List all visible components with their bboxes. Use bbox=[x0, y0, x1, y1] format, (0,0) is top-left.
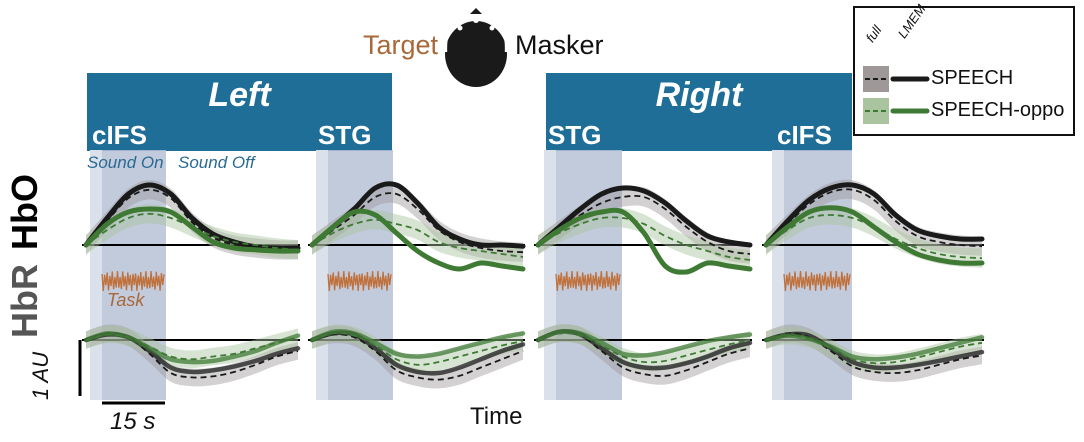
speech-oppo-lmem-line bbox=[535, 207, 753, 275]
speech-oppo-full-line bbox=[765, 334, 983, 365]
speech-oppo-lmem-line bbox=[535, 329, 753, 358]
speech-lmem-line bbox=[763, 182, 985, 248]
confidence-band bbox=[538, 186, 750, 264]
right-hemisphere-title: Right bbox=[655, 76, 743, 114]
speech-oppo-lmem-line bbox=[763, 333, 985, 362]
sound-off-label: Sound Off bbox=[178, 153, 255, 172]
speech-lmem-line bbox=[83, 182, 301, 251]
task-waveform bbox=[555, 270, 621, 292]
region-label: cIFS bbox=[92, 120, 147, 150]
speech-full-line bbox=[765, 332, 983, 375]
speech-full-line bbox=[537, 332, 751, 377]
speech-oppo-lmem-line bbox=[763, 205, 985, 266]
sound-onset-shade bbox=[544, 150, 556, 400]
speech-oppo-lmem-line bbox=[83, 206, 301, 254]
speech-full-line bbox=[311, 333, 524, 381]
task-label: Task bbox=[107, 290, 145, 310]
speech-oppo-full-line bbox=[85, 333, 299, 361]
hbr-row-label: HbR bbox=[4, 264, 45, 338]
scale-x-label: 15 s bbox=[110, 408, 156, 435]
speech-oppo-lmem-line bbox=[83, 331, 301, 365]
head-icon bbox=[444, 8, 508, 87]
confidence-band bbox=[538, 207, 750, 270]
legend-entry-speech-oppo: SPEECH-oppo bbox=[931, 99, 1065, 121]
masker-label: Masker bbox=[515, 30, 604, 60]
confidence-band bbox=[86, 325, 298, 369]
region-label: STG bbox=[318, 120, 372, 150]
task-waveform bbox=[783, 270, 851, 292]
speech-full-line bbox=[765, 188, 983, 248]
confidence-band bbox=[312, 210, 523, 267]
speech-full-line bbox=[85, 188, 299, 251]
right-hemisphere-band bbox=[546, 73, 852, 151]
region-label: STG bbox=[548, 120, 602, 150]
sound-onset-shade bbox=[772, 150, 784, 400]
speech-oppo-full-line bbox=[311, 332, 524, 366]
confidence-band bbox=[766, 179, 982, 256]
legend: full LMEM SPEECH SPEECH-oppo bbox=[853, 2, 1075, 136]
x-axis-label: Time bbox=[470, 403, 523, 430]
speech-full-line bbox=[85, 332, 299, 379]
sound-on-label: Sound On bbox=[87, 153, 164, 172]
speech-full-line bbox=[311, 192, 524, 254]
speech-oppo-full-line bbox=[311, 218, 524, 258]
task-waveform bbox=[101, 270, 165, 292]
speech-oppo-full-line bbox=[537, 216, 751, 261]
region-label: cIFS bbox=[777, 120, 832, 150]
speech-lmem-line bbox=[535, 185, 753, 248]
speech-oppo-full-line bbox=[85, 212, 299, 251]
legend-swatches bbox=[863, 66, 930, 124]
speech-oppo-full-line bbox=[537, 332, 751, 364]
speech-oppo-lmem-line bbox=[309, 208, 526, 272]
legend-entry-speech: SPEECH bbox=[931, 67, 1014, 89]
speech-lmem-line bbox=[763, 331, 985, 371]
left-hemisphere-title: Left bbox=[208, 76, 271, 114]
sound-onset-shade bbox=[316, 150, 328, 400]
target-label: Target bbox=[363, 30, 439, 60]
scale-y-label: 1 AU bbox=[28, 351, 53, 400]
confidence-band bbox=[766, 205, 982, 268]
hbo-row-label: HbO bbox=[4, 174, 45, 250]
sound-onset-shade bbox=[90, 150, 102, 400]
speech-oppo-full-line bbox=[765, 214, 983, 260]
left-hemisphere-band bbox=[87, 73, 392, 151]
task-waveform bbox=[327, 270, 392, 292]
speech-oppo-lmem-line bbox=[309, 329, 526, 359]
